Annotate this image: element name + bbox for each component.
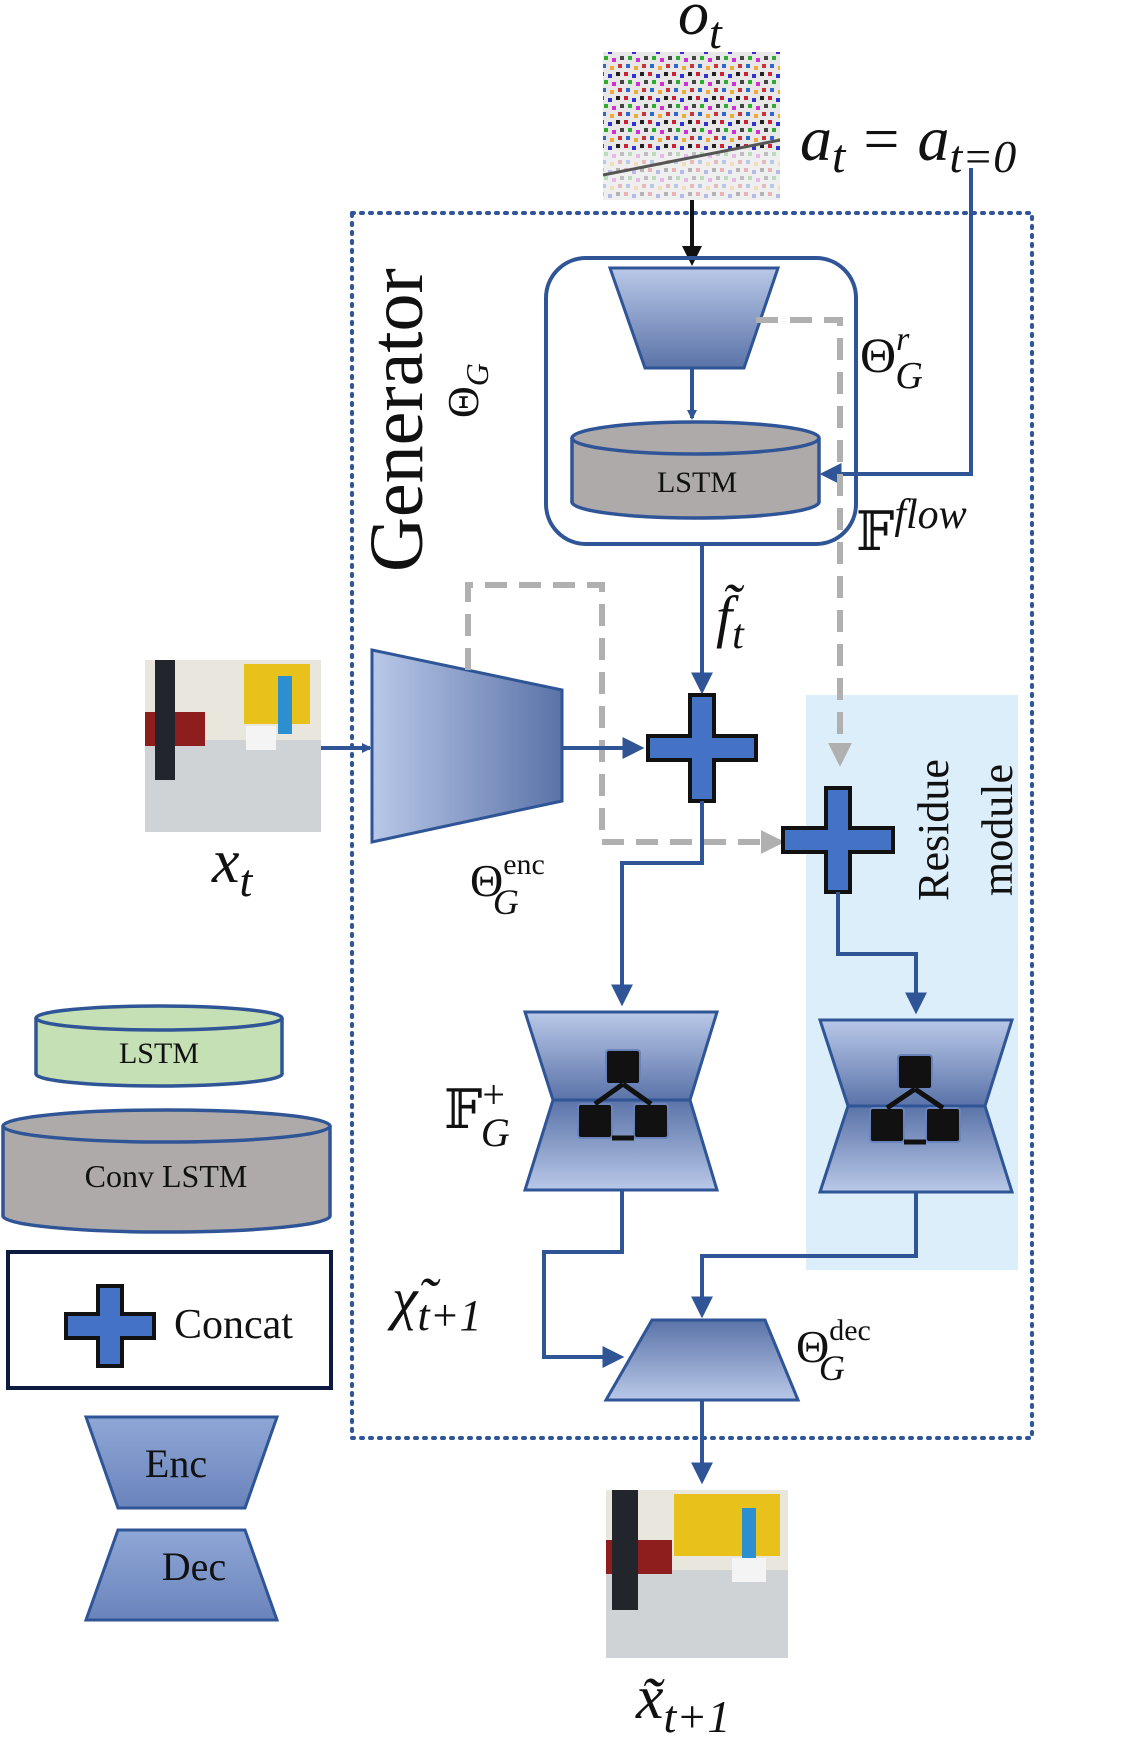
theta-r-subscript: G <box>895 355 922 397</box>
ft-subscript: t <box>732 612 745 658</box>
generator-title: Generator <box>355 268 439 572</box>
theta-enc-symbol: Θ <box>470 855 503 906</box>
recurrent-module-box <box>544 256 858 546</box>
fplus-hourglass <box>522 1010 720 1192</box>
action-arrow <box>819 168 973 485</box>
at0-subscript: t=0 <box>949 131 1016 182</box>
skip-dashed-arrow <box>465 582 785 854</box>
residue-network-cubes-icon <box>869 1054 961 1145</box>
ot-label: ot <box>678 0 723 58</box>
fflow-superscript: flow <box>894 492 966 538</box>
residue-hourglass <box>817 1018 1015 1194</box>
theta-enc-superscript: enc <box>503 848 545 881</box>
legend-enc-shape <box>83 1415 280 1510</box>
action-equals: = <box>863 103 899 174</box>
ot-symbol: o <box>678 0 709 48</box>
lstm-label: LSTM <box>657 466 737 499</box>
xt-label: xt <box>211 828 254 906</box>
theta-enc-subscript: G <box>493 882 519 922</box>
lstm-cylinder <box>570 420 821 520</box>
legend-conv-lstm-cylinder <box>1 1108 332 1234</box>
at0-symbol: a <box>917 103 949 174</box>
residue-to-decoder-arrow <box>691 1192 918 1319</box>
at-subscript: t <box>832 130 847 183</box>
input-frame-image <box>145 660 321 832</box>
residue-concat-plus-icon <box>781 786 895 894</box>
concat-to-fplus-arrow <box>611 801 704 1007</box>
xnext-symbol: x̃ <box>635 1664 665 1732</box>
frame-decoder <box>603 1318 801 1402</box>
xt-symbol: x <box>211 828 240 896</box>
concat-to-residue-arrow <box>836 892 927 1015</box>
fflow-symbol: 𝔽 <box>856 502 894 562</box>
observation-encoder <box>607 266 781 370</box>
theta-dec-superscript: dec <box>829 1314 871 1347</box>
theta-dec-symbol: Θ <box>796 1321 829 1372</box>
chi-label: χ̃t+1 <box>387 1266 481 1340</box>
legend-enc-label: Enc <box>145 1441 207 1486</box>
generator-theta-subscript: G <box>459 363 495 386</box>
fplus-subscript: G <box>481 1110 510 1155</box>
legend-concat-plus-icon <box>64 1284 156 1368</box>
residue-label-line1: Residue <box>909 759 958 901</box>
chi-subscript: t+1 <box>418 1291 482 1340</box>
frame-encoder <box>370 648 564 844</box>
theta-r-superscript: r <box>896 321 910 358</box>
xnext-label: x̃t+1 <box>635 1664 730 1742</box>
flow-dashed-arrow <box>756 317 852 767</box>
generator-theta-symbol: Θ <box>439 386 488 418</box>
legend-lstm-label: LSTM <box>119 1037 199 1070</box>
xnext-subscript: t+1 <box>664 1691 731 1742</box>
legend-conv-lstm-label: Conv LSTM <box>85 1158 248 1194</box>
residue-label-line2: module <box>973 764 1022 896</box>
generator-theta-label: ΘG <box>439 363 495 418</box>
observation-image <box>602 52 781 200</box>
fplus-to-decoder-arrow <box>542 1190 625 1368</box>
predicted-frame-image <box>606 1490 788 1658</box>
network-cubes-icon <box>577 1049 669 1141</box>
theta-dec-subscript: G <box>819 1348 845 1388</box>
ft-label: f̃t <box>716 584 745 658</box>
fplus-label: 𝔽+G <box>444 1072 510 1155</box>
theta-r-symbol: Θ <box>860 327 896 383</box>
legend-dec-label: Dec <box>162 1544 226 1589</box>
action-label: at=at=0 <box>800 103 1016 183</box>
fplus-superscript: + <box>482 1072 505 1117</box>
xt-subscript: t <box>240 855 254 906</box>
legend-dec-shape <box>83 1528 280 1622</box>
fflow-label: 𝔽flow <box>856 492 967 562</box>
ot-subscript: t <box>709 7 723 58</box>
legend-lstm-cylinder <box>34 1004 284 1088</box>
at-symbol: a <box>800 103 832 174</box>
fplus-symbol: 𝔽 <box>444 1080 482 1140</box>
legend-concat-box <box>6 1250 333 1390</box>
legend-concat-label: Concat <box>174 1302 293 1348</box>
concat-plus-icon <box>646 693 758 803</box>
